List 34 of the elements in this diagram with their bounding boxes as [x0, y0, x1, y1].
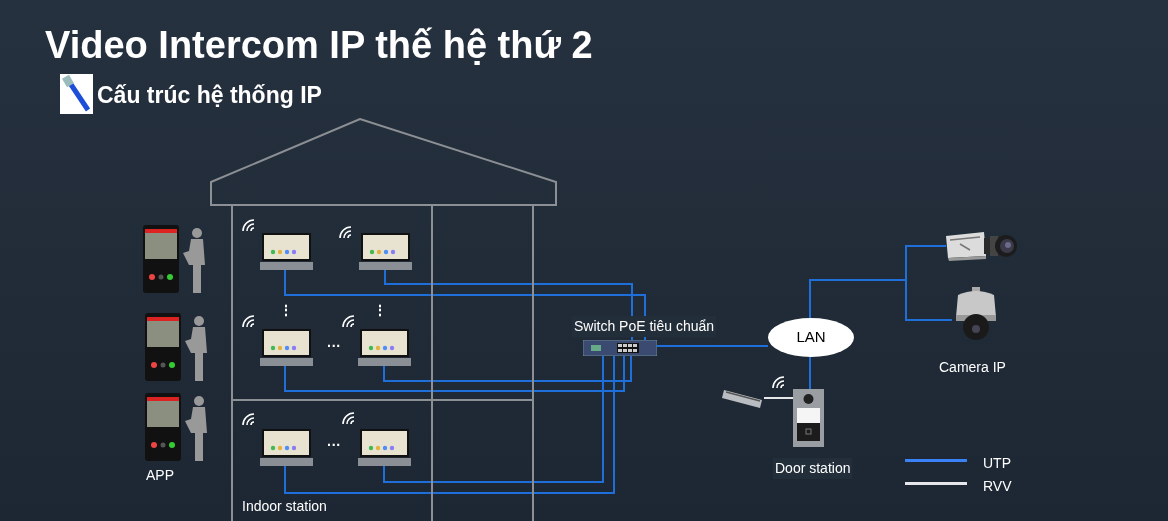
- caption: Camera IP: [939, 358, 1006, 377]
- ellipsis-mark: ⋮: [373, 301, 387, 320]
- legend-label: RVV: [983, 477, 1012, 496]
- node-label: LAN: [796, 327, 826, 348]
- cable-line: [284, 269, 646, 341]
- caption: APP: [146, 466, 174, 485]
- indoor-monitor-drawing: [260, 429, 313, 466]
- cable-line: [284, 355, 625, 392]
- cable-line: [809, 279, 953, 321]
- indoor-monitor-drawing: [260, 233, 313, 270]
- box-camera-drawing: [946, 230, 1018, 262]
- cable-line: [284, 355, 615, 494]
- indoor-monitor-drawing: [358, 329, 411, 366]
- node-caption: Door station: [773, 458, 853, 479]
- caption: Indoor station: [242, 497, 327, 516]
- house-outline: [210, 118, 558, 521]
- indoor-monitor-drawing: [260, 329, 313, 366]
- node-caption: Switch PoE tiêu chuẩn: [572, 316, 717, 337]
- indoor-monitor-drawing: [359, 233, 412, 270]
- ellipsis-mark: ···: [327, 436, 341, 455]
- legend-label: UTP: [983, 454, 1011, 473]
- subtitle: Cấu trúc hệ thống IP: [97, 81, 322, 110]
- cable-line: [763, 397, 794, 399]
- cable-line: [383, 355, 604, 483]
- ellipsis-mark: ⋮: [279, 301, 293, 320]
- cable-line: [383, 355, 632, 382]
- cable-line: [809, 356, 811, 390]
- cable-line: [384, 269, 633, 341]
- cable-line: [656, 345, 769, 347]
- title: Video Intercom IP thế hệ thứ 2: [45, 23, 593, 68]
- ellipsis-mark: ···: [327, 337, 341, 356]
- door-station-drawing: [793, 389, 824, 447]
- indoor-monitor-drawing: [358, 429, 411, 466]
- network-switch-drawing: [583, 340, 657, 356]
